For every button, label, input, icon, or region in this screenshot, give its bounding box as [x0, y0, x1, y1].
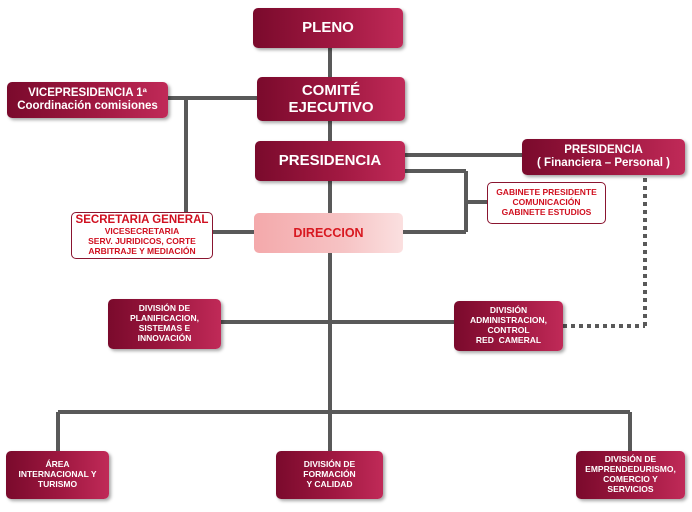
box-secretaria-line-4: ARBITRAJE Y MEDIACIÓN: [88, 245, 196, 256]
box-emprendedurismo-line-3: COMERCIO Y: [603, 474, 658, 484]
box-administracion-line-2: ADMINISTRACION,: [470, 315, 547, 326]
box-planificacion-line-4: INNOVACIÓN: [137, 332, 192, 343]
box-secretaria-general: SECRETARIA GENERAL VICESECRETARIA SERV. …: [71, 212, 213, 259]
box-planificacion-line-1: DIVISIÓN DE: [138, 303, 191, 314]
box-gabinete-line-2: COMUNICACIÓN: [512, 197, 581, 208]
box-area-line-2: INTERNACIONAL Y: [18, 469, 97, 480]
box-gabinete-line-1: GABINETE PRESIDENTE: [496, 187, 597, 198]
box-formacion-line-2: FORMACIÓN: [303, 469, 356, 480]
box-formacion-line-3: Y CALIDAD: [306, 478, 353, 489]
box-presidencia-financiera-line-2: ( Financiera – Personal ): [537, 157, 670, 169]
box-administracion-line-1: DIVISIÓN: [489, 305, 528, 316]
box-pleno: PLENO: [253, 8, 403, 48]
box-administracion-line-4: RED CAMERAL: [475, 334, 542, 345]
box-area-line-3: TURISMO: [37, 478, 78, 489]
box-planificacion-line-2: PLANIFICACION,: [130, 313, 199, 324]
box-division-emprendedurismo: DIVISIÓN DE EMPRENDEDURISMO, COMERCIO Y …: [576, 451, 685, 499]
box-emprendedurismo-line-1: DIVISIÓN DE: [604, 454, 657, 465]
box-vicepresidencia-line-2: Coordinación comisiones: [17, 100, 158, 112]
box-pleno-label: PLENO: [302, 19, 354, 37]
box-division-administracion: DIVISIÓN ADMINISTRACION, CONTROL RED CAM…: [454, 301, 563, 351]
box-division-formacion: DIVISIÓN DE FORMACIÓN Y CALIDAD: [276, 451, 383, 499]
box-presidencia: PRESIDENCIA: [255, 141, 405, 181]
box-presidencia-financiera: PRESIDENCIA ( Financiera – Personal ): [522, 139, 685, 175]
box-vicepresidencia-line-1: VICEPRESIDENCIA 1ª: [28, 86, 147, 99]
box-emprendedurismo-line-4: SERVICIOS: [607, 483, 654, 494]
box-area-internacional: ÁREA INTERNACIONAL Y TURISMO: [6, 451, 109, 499]
box-direccion: DIRECCION: [254, 213, 403, 253]
box-planificacion-line-3: SISTEMAS E: [138, 323, 191, 333]
box-division-planificacion: DIVISIÓN DE PLANIFICACION, SISTEMAS E IN…: [108, 299, 221, 349]
box-comite-line-2: EJECUTIVO: [288, 99, 374, 116]
box-vicepresidencia: VICEPRESIDENCIA 1ª Coordinación comision…: [7, 82, 168, 118]
box-presidencia-financiera-line-1: PRESIDENCIA: [564, 143, 643, 156]
box-comite-line-1: COMITÉ: [301, 81, 361, 99]
box-administracion-line-3: CONTROL: [487, 325, 530, 335]
box-secretaria-line-1: SECRETARIA GENERAL: [75, 214, 209, 227]
box-area-line-1: ÁREA: [45, 459, 70, 470]
box-secretaria-line-2: VICESECRETARIA: [104, 226, 180, 237]
box-direccion-label: DIRECCION: [293, 225, 364, 240]
box-secretaria-line-3: SERV. JURIDICOS, CORTE: [88, 236, 196, 247]
box-presidencia-label: PRESIDENCIA: [278, 152, 382, 170]
box-gabinete-line-3: GABINETE ESTUDIOS: [501, 206, 592, 217]
box-emprendedurismo-line-2: EMPRENDEDURISMO,: [585, 464, 676, 475]
box-formacion-line-1: DIVISIÓN DE: [303, 459, 356, 470]
box-comite-ejecutivo: COMITÉ EJECUTIVO: [257, 77, 405, 121]
box-gabinete: GABINETE PRESIDENTE COMUNICACIÓN GABINET…: [487, 182, 606, 224]
